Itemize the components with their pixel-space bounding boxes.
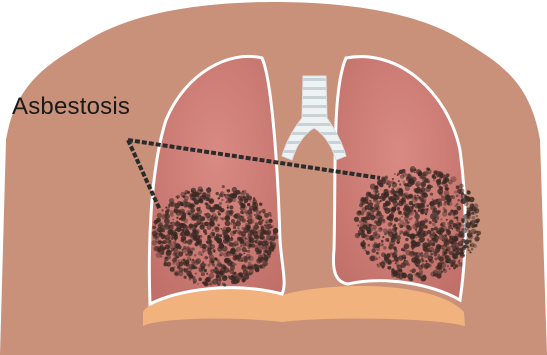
asbestosis-label: Asbestosis [12, 95, 130, 119]
